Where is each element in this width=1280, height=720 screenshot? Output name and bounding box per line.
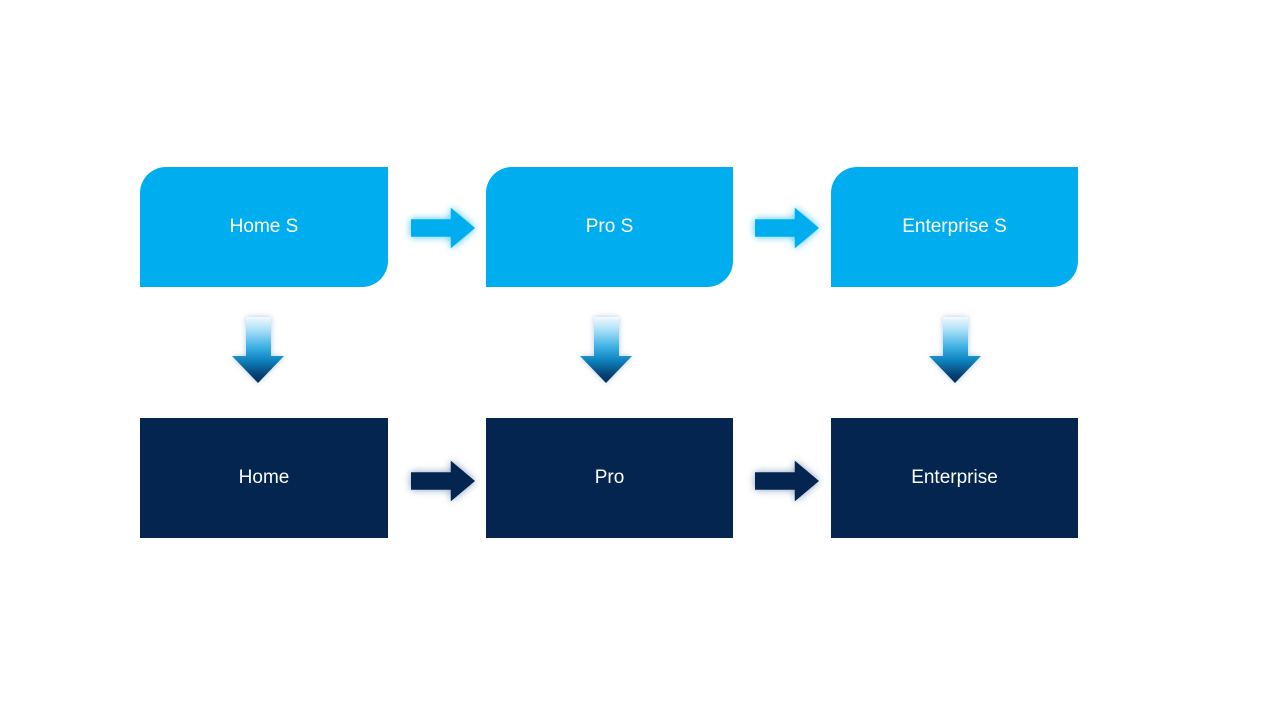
node-home-s: Home S xyxy=(140,167,388,287)
node-label: Pro S xyxy=(585,215,634,237)
node-enterprise: Enterprise xyxy=(831,418,1078,538)
node-label: Home S xyxy=(229,215,299,237)
node-pro-s: Pro S xyxy=(486,167,733,287)
right-arrow-icon xyxy=(755,207,819,249)
down-arrow-icon xyxy=(232,317,284,383)
node-label: Enterprise xyxy=(911,466,998,488)
down-arrow-icon xyxy=(580,317,632,383)
node-pro: Pro xyxy=(486,418,733,538)
right-arrow-icon xyxy=(411,207,475,249)
node-label: Pro xyxy=(594,466,625,488)
right-arrow-icon xyxy=(411,460,475,502)
down-arrow-icon xyxy=(929,317,981,383)
node-home: Home xyxy=(140,418,388,538)
node-label: Enterprise S xyxy=(902,215,1007,237)
node-label: Home xyxy=(238,466,290,488)
right-arrow-icon xyxy=(755,460,819,502)
node-enterprise-s: Enterprise S xyxy=(831,167,1078,287)
